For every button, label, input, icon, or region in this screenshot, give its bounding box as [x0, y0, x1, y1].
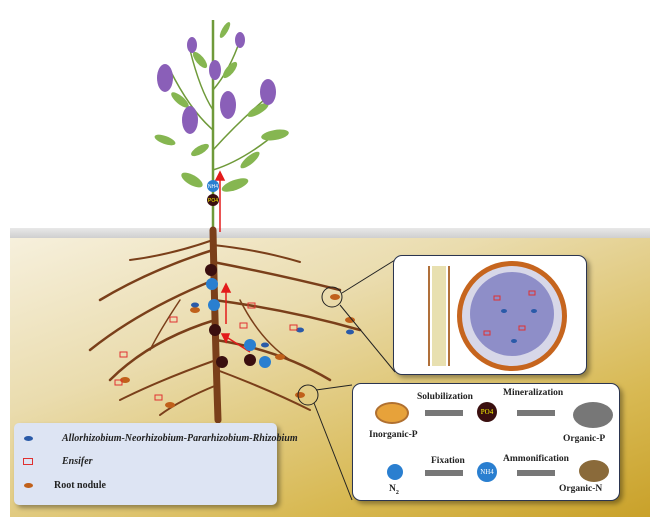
blue-bacterium-icon: [24, 436, 33, 441]
root-nodules: [120, 294, 355, 408]
organic-n-icon: [579, 460, 609, 482]
nutrient-balls: NH4 PO4: [205, 180, 271, 368]
red-bacterium-icon: [23, 458, 33, 465]
n2-text: N: [389, 484, 396, 494]
root-nodule-icon: [24, 483, 33, 488]
leaves: [154, 22, 289, 192]
soil-surface: [10, 228, 650, 238]
n2-label: N2: [389, 484, 399, 496]
nutrient-process-box: Solubilization Mineralization Inorganic-…: [352, 383, 620, 501]
mineralization-label: Mineralization: [503, 388, 564, 398]
n2-subscript: 2: [395, 489, 399, 496]
fixation-arrow-icon: [425, 470, 463, 476]
legend-label: Allorhizobium-Neorhizobium-Pararhizobium…: [62, 433, 298, 444]
organic-p-icon: [573, 402, 613, 428]
bacteria-markers: [114, 302, 354, 401]
inorganic-p-icon: [375, 402, 409, 424]
purple-flowers: [157, 32, 276, 134]
nh4-icon: NH4: [477, 462, 497, 482]
ammonification-label: Ammonification: [503, 454, 569, 464]
legend-label: Ensifer: [62, 456, 93, 467]
fixation-label: Fixation: [431, 456, 465, 466]
zoom-callouts: [297, 259, 396, 501]
stem-nh4-label: NH4: [208, 184, 218, 190]
legend-label: Root nodule: [54, 480, 106, 491]
stem-po4-label: PO4: [208, 198, 218, 204]
transport-arrows: [214, 170, 251, 353]
inorganic-p-label: Inorganic-P: [369, 430, 418, 440]
n2-icon: [387, 464, 403, 480]
organic-n-label: Organic-N: [559, 484, 603, 494]
legend: Allorhizobium-Neorhizobium-Pararhizobium…: [14, 423, 298, 505]
solubilization-label: Solubilization: [417, 392, 473, 402]
organic-p-label: Organic-P: [563, 434, 606, 444]
ammonification-arrow-icon: [517, 470, 555, 476]
nodule-cross-section-inset: [393, 255, 587, 375]
nodule-cross-section: [428, 261, 567, 371]
po4-icon: PO4: [477, 402, 497, 422]
solubilization-arrow-icon: [425, 410, 463, 416]
roots: [88, 226, 362, 424]
mineralization-arrow-icon: [517, 410, 555, 416]
